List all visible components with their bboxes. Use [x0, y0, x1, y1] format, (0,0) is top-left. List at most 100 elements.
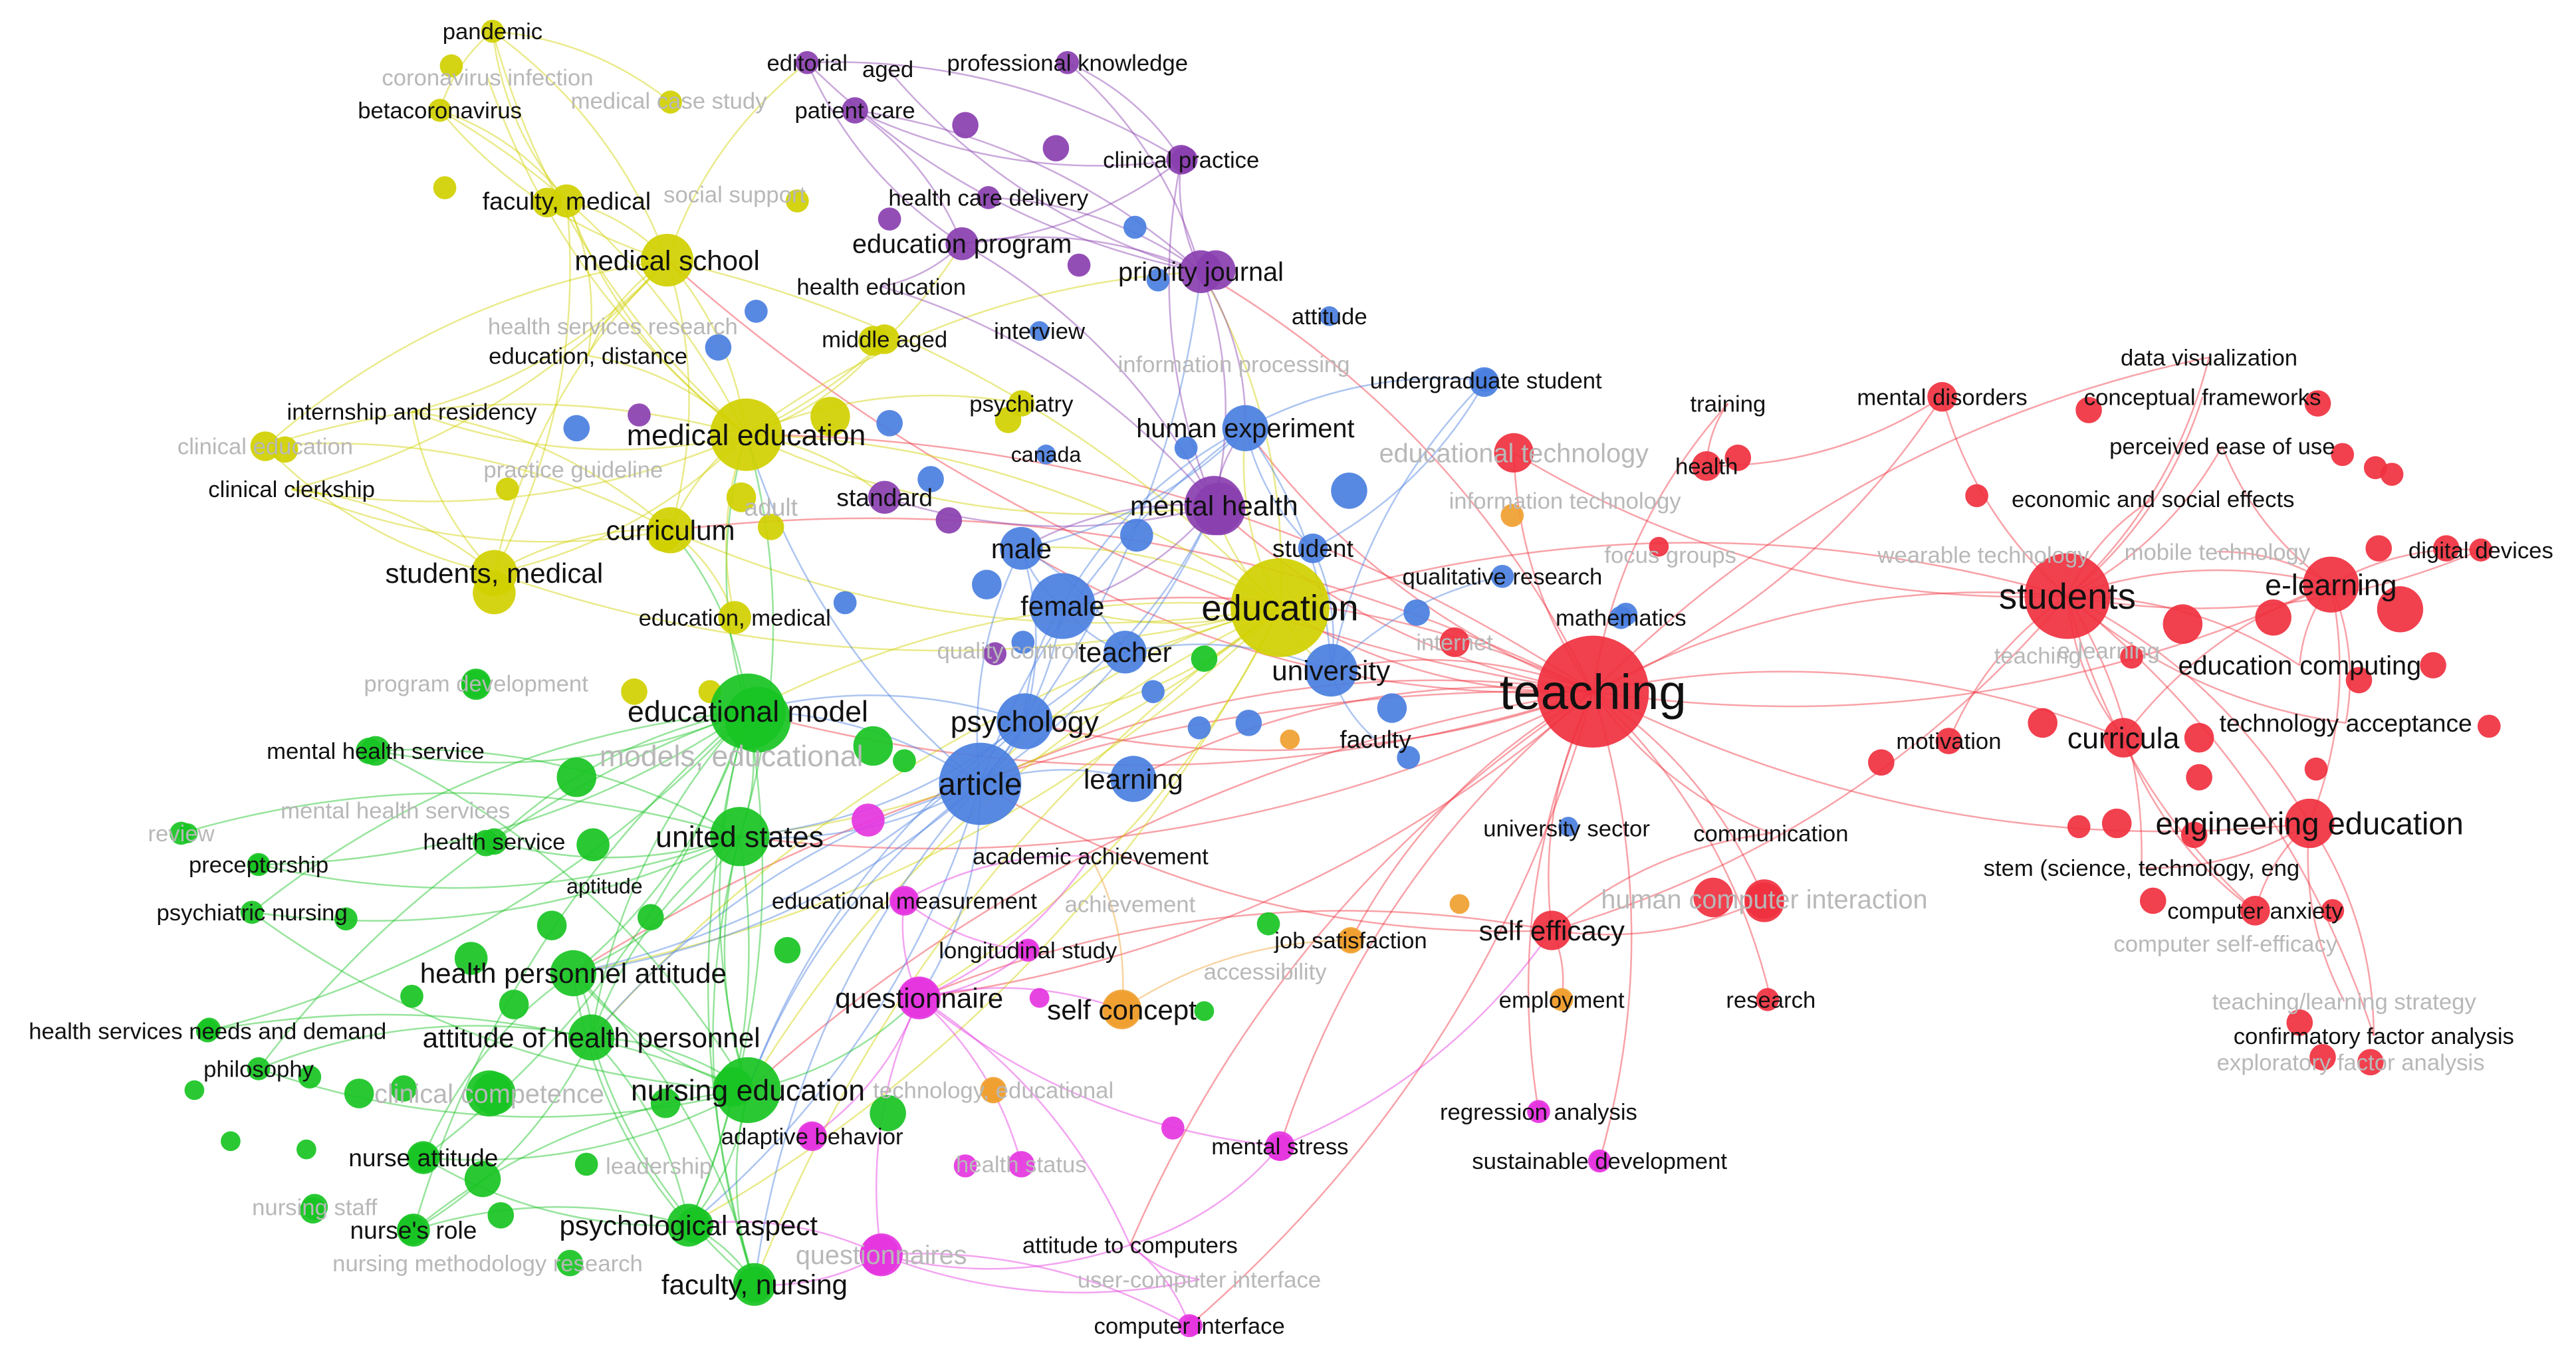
node-mentalDis[interactable] — [1927, 381, 1957, 412]
network-link — [687, 836, 750, 1226]
node-healthStatus[interactable] — [1008, 1151, 1035, 1178]
label-curriculum: curriculum — [606, 515, 735, 546]
node-hcDelivery[interactable] — [977, 186, 1000, 209]
node-questionnaire[interactable] — [897, 976, 941, 1019]
node-teaching[interactable] — [1536, 635, 1649, 748]
network-link — [423, 1089, 749, 1161]
node-university[interactable] — [1304, 643, 1357, 697]
node-healthService[interactable] — [481, 828, 508, 855]
node-eduMed[interactable] — [718, 601, 751, 635]
network-link — [854, 109, 963, 245]
node-facMed[interactable] — [550, 184, 584, 218]
node-health[interactable] — [1691, 451, 1722, 481]
node-article[interactable] — [939, 742, 1022, 825]
node-nursingStaff[interactable] — [301, 1194, 328, 1221]
node-interview[interactable] — [1029, 321, 1050, 341]
network-node — [2067, 815, 2091, 839]
node-mhService[interactable] — [360, 736, 391, 766]
node-facNursing[interactable] — [733, 1263, 776, 1306]
node-jobSat[interactable] — [1338, 927, 1364, 954]
node-medSchool[interactable] — [640, 233, 694, 287]
node-attHP[interactable] — [568, 1014, 615, 1061]
node-attitude[interactable] — [1319, 306, 1340, 326]
network-link — [259, 710, 749, 866]
node-priorityJ[interactable] — [1179, 250, 1223, 294]
node-clinCompetence[interactable] — [466, 1070, 513, 1117]
network-node — [893, 749, 916, 773]
node-internet[interactable] — [1439, 627, 1470, 657]
network-link — [572, 973, 689, 1226]
node-digitalDev[interactable] — [2469, 538, 2493, 562]
label-priorityJ: priority journal — [1118, 258, 1284, 287]
node-teacher[interactable] — [1104, 631, 1147, 674]
node-curriculum[interactable] — [647, 507, 694, 554]
node-eduModel[interactable] — [710, 673, 786, 750]
node-nursingEdu[interactable] — [715, 1057, 781, 1123]
node-undergrad[interactable] — [1474, 369, 1498, 392]
node-preceptorship[interactable] — [247, 853, 271, 877]
node-qualResearch[interactable] — [1490, 564, 1514, 588]
node-eduMeasure[interactable] — [889, 886, 919, 916]
node-psychiatry[interactable] — [1008, 390, 1035, 417]
network-node — [650, 1088, 681, 1118]
network-link — [492, 31, 668, 261]
node-patientCare[interactable] — [842, 97, 868, 124]
node-psychology[interactable] — [996, 693, 1053, 750]
node-hpAttitude[interactable] — [550, 950, 597, 997]
node-us[interactable] — [710, 807, 770, 867]
network-link — [1020, 548, 1593, 694]
node-employment[interactable] — [1550, 988, 1574, 1011]
node-regression[interactable] — [1527, 1100, 1550, 1123]
node-progDev[interactable] — [461, 669, 491, 698]
node-studMed[interactable] — [471, 550, 518, 597]
node-pandemic[interactable] — [481, 19, 505, 43]
node-mathematics[interactable] — [1609, 605, 1633, 629]
node-psychAspect[interactable] — [667, 1203, 711, 1247]
node-male[interactable] — [1000, 526, 1043, 570]
node-philosophy[interactable] — [247, 1057, 271, 1081]
node-betacorona[interactable] — [428, 98, 451, 122]
node-selfConcept[interactable] — [1102, 990, 1142, 1029]
node-motivation[interactable] — [1935, 728, 1962, 754]
node-nursesRole[interactable] — [397, 1213, 430, 1247]
label-middleAged: middle aged — [822, 328, 947, 353]
node-questionnaires[interactable] — [860, 1233, 903, 1277]
node-female[interactable] — [1029, 573, 1096, 639]
label-psychAspect: psychological aspect — [560, 1209, 818, 1241]
node-longStudy[interactable] — [1016, 938, 1040, 962]
node-compIf[interactable] — [1177, 1314, 1201, 1338]
node-canada[interactable] — [1036, 445, 1056, 465]
node-clinPractice[interactable] — [1166, 145, 1197, 175]
node-sustainable[interactable] — [1587, 1149, 1611, 1173]
node-profKnow[interactable] — [1056, 51, 1080, 74]
node-hci[interactable] — [1744, 879, 1784, 919]
node-elearning[interactable] — [2303, 556, 2359, 613]
node-curricula[interactable] — [2103, 718, 2143, 758]
node-nurseAttitude[interactable] — [407, 1141, 440, 1174]
node-learning[interactable] — [1110, 756, 1157, 802]
node-education[interactable] — [1230, 558, 1330, 657]
node-eduTech[interactable] — [1494, 433, 1534, 473]
node-editorial[interactable] — [795, 51, 819, 74]
node-standard[interactable] — [868, 480, 901, 514]
node-humanExp[interactable] — [1222, 405, 1269, 451]
node-compAnx[interactable] — [2240, 896, 2270, 926]
node-student[interactable] — [1298, 533, 1328, 564]
node-engEdu[interactable] — [2284, 798, 2335, 849]
node-clinEdu[interactable] — [250, 431, 281, 461]
node-mentalHealth[interactable] — [1184, 476, 1244, 536]
node-middleAged[interactable] — [870, 324, 899, 354]
label-healthStatus: health status — [956, 1152, 1087, 1178]
node-students[interactable] — [2024, 553, 2111, 639]
network-link — [492, 30, 669, 102]
node-techEdu[interactable] — [980, 1077, 1007, 1104]
network-link — [1200, 271, 1227, 506]
node-hsNeeds[interactable] — [195, 1019, 219, 1043]
node-selfEfficacy[interactable] — [1532, 910, 1572, 950]
node-eduProgram[interactable] — [945, 227, 979, 261]
node-psychNursing[interactable] — [240, 900, 264, 924]
node-review[interactable] — [170, 821, 193, 845]
node-mentalStress[interactable] — [1265, 1131, 1295, 1161]
node-adaptiveBeh[interactable] — [797, 1121, 827, 1152]
node-medEdu[interactable] — [710, 398, 783, 471]
